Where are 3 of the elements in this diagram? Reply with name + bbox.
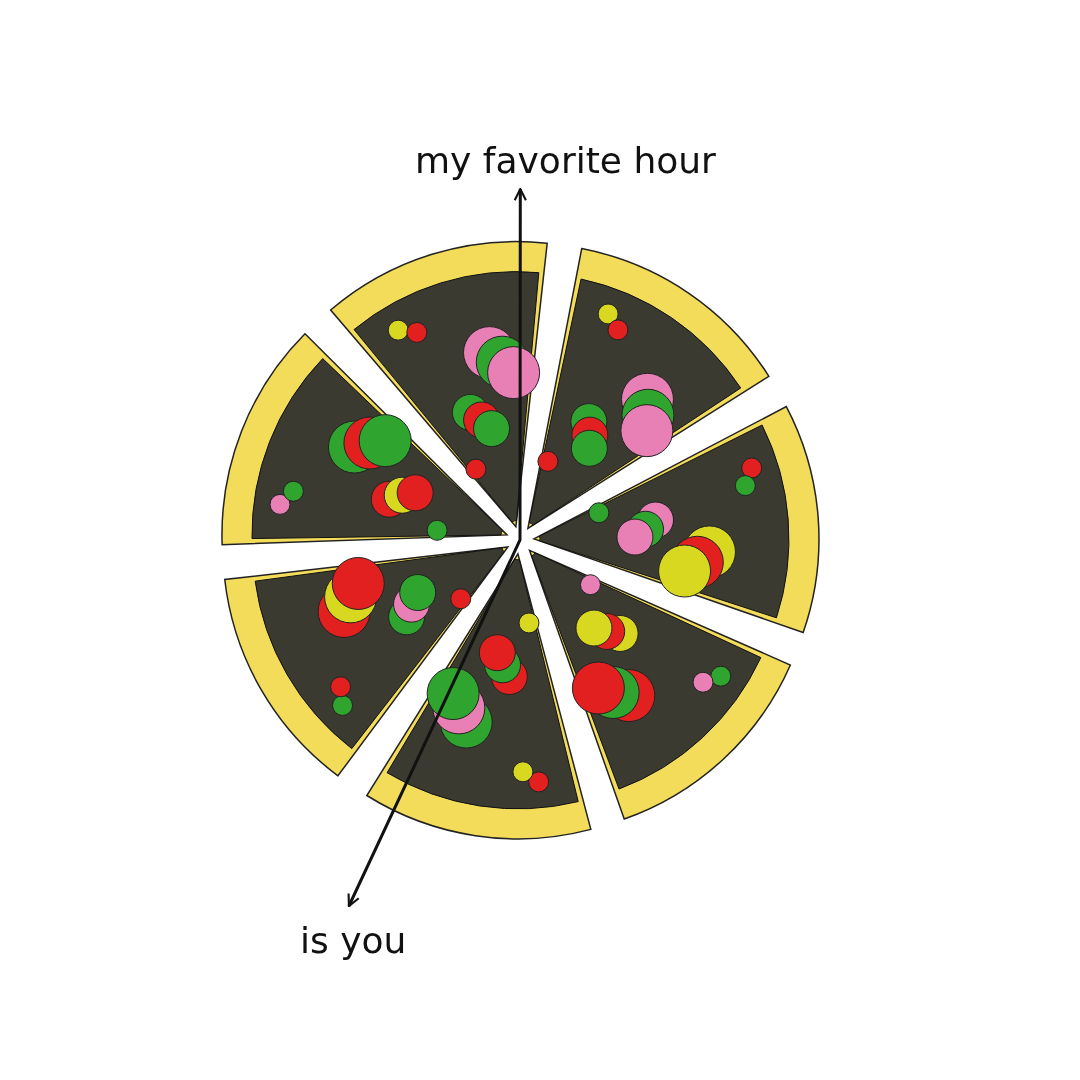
handwritten-text: is you xyxy=(300,920,407,961)
arrow xyxy=(347,187,527,908)
handwritten-text: my favorite hour xyxy=(415,140,716,181)
